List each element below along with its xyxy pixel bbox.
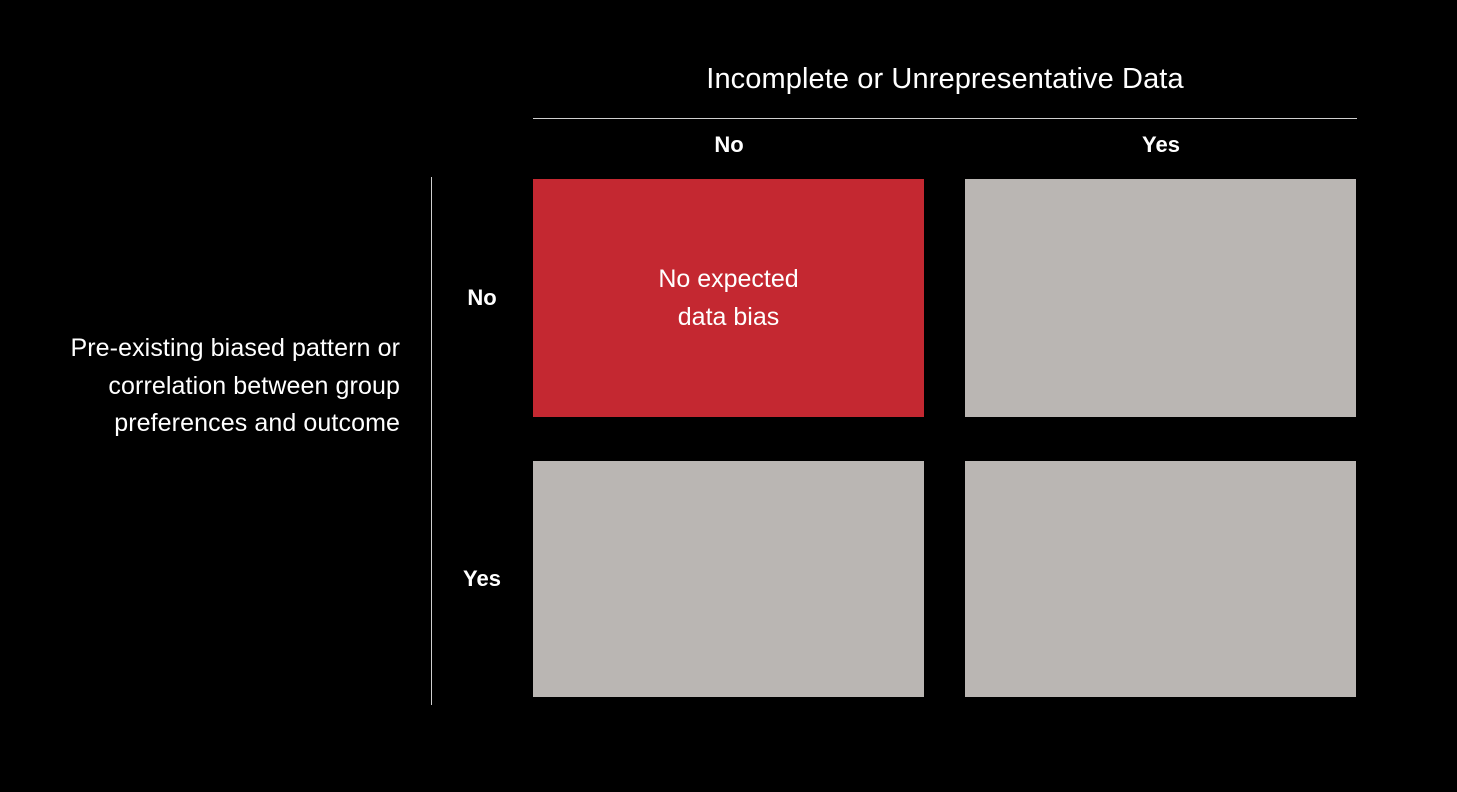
matrix-cell-no-no[interactable]: No expected data bias	[533, 179, 924, 417]
column-header-no: No	[714, 132, 744, 157]
matrix-cell-label-no-no: No expected data bias	[658, 265, 799, 331]
row-header-no: No	[467, 285, 497, 310]
row-axis-rule	[431, 177, 432, 705]
column-axis-title: Incomplete or Unrepresentative Data	[706, 63, 1184, 95]
matrix-cell-no-yes[interactable]	[965, 179, 1356, 417]
matrix-cell-yes-yes[interactable]	[965, 461, 1356, 697]
row-axis-title: Pre-existing biased pattern or correlati…	[70, 334, 400, 437]
column-header-yes: Yes	[1142, 132, 1180, 157]
column-axis-rule	[533, 118, 1357, 119]
matrix-cell-yes-no[interactable]	[533, 461, 924, 697]
row-header-yes: Yes	[463, 566, 501, 591]
